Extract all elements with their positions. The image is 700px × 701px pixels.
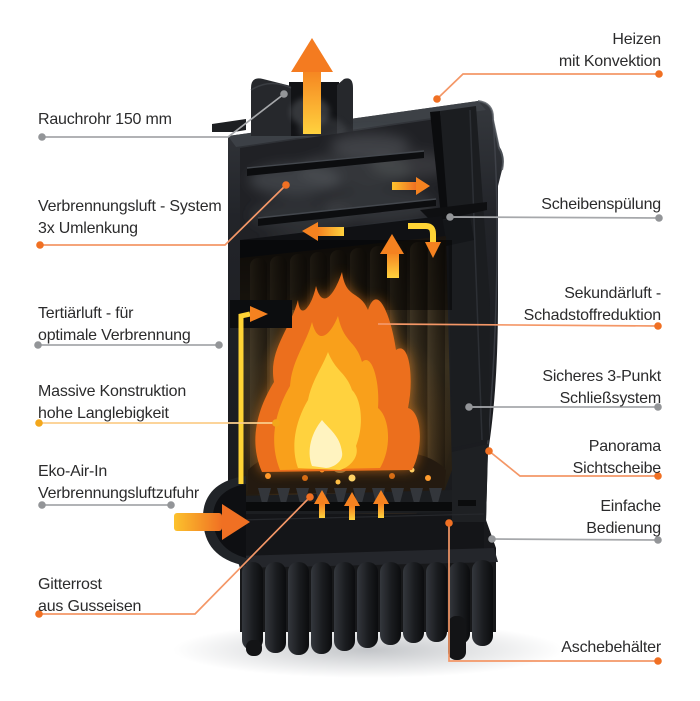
baffle-left-arrow-icon	[302, 222, 344, 241]
chimney-pipe	[250, 78, 353, 143]
callout-label-gitterrost: Gitterrost aus Gusseisen	[38, 576, 142, 615]
connector-tertiaerluft	[34, 341, 223, 349]
baffle-right-arrow-icon	[392, 177, 430, 195]
callout-label-bedienung: Einfache Bedienung	[586, 498, 661, 537]
connector-scheibenspuelung	[446, 213, 663, 222]
callout-label-schliesssystem: Sicheres 3-Punkt Schließsystem	[542, 368, 661, 407]
connector-massive-konstruktion	[35, 419, 280, 427]
connector-bedienung	[488, 535, 662, 544]
connector-eko-air-in	[38, 501, 175, 509]
tertiary-air-duct	[230, 300, 292, 484]
callout-label-heizen: Heizen mit Konvektion	[558, 31, 661, 70]
airflow-arrows	[174, 38, 441, 540]
grate-up-arrows-icon	[314, 490, 389, 520]
firebox	[237, 216, 453, 545]
flue-up-arrow-icon	[291, 38, 333, 134]
connector-aschebehaelter	[445, 519, 662, 665]
connector-panorama	[485, 447, 662, 480]
connector-verbrennungsluft	[36, 181, 290, 249]
connector-sekundaerluft	[377, 322, 662, 330]
connector-schliesssystem	[465, 403, 662, 411]
callout-label-rauchrohr: Rauchrohr 150 mm	[38, 111, 172, 128]
callout-label-panorama: Panorama Sichtscheibe	[572, 438, 662, 477]
window-flush-down-arrow-icon	[408, 223, 441, 258]
callout-label-eko-air-in: Eko-Air-In Verbrennungsluftzufuhr	[38, 463, 200, 502]
callout-label-sekundaerluft: Sekundärluft - Schadstoffreduktion	[523, 285, 662, 324]
firebox-up-arrow-icon	[380, 234, 404, 278]
callout-connectors	[34, 70, 663, 665]
callout-label-verbrennungsluft: Verbrennungsluft - System 3x Umlenkung	[38, 198, 222, 237]
flame	[255, 272, 420, 472]
connector-heizen	[433, 70, 663, 103]
callout-label-massive-konstruktion: Massive Konstruktion hohe Langlebigkeit	[38, 383, 187, 422]
eko-air-in-arrow-icon	[174, 504, 250, 540]
corrugated-base	[236, 548, 498, 660]
callout-label-tertiaerluft: Tertiärluft - für optimale Verbrennung	[38, 305, 191, 344]
callout-label-scheibenspuelung: Scheibenspülung	[541, 196, 661, 213]
connector-gitterrost	[35, 493, 314, 618]
connector-rauchrohr	[38, 90, 288, 141]
callout-label-aschebehaelter: Aschebehälter	[561, 639, 661, 656]
